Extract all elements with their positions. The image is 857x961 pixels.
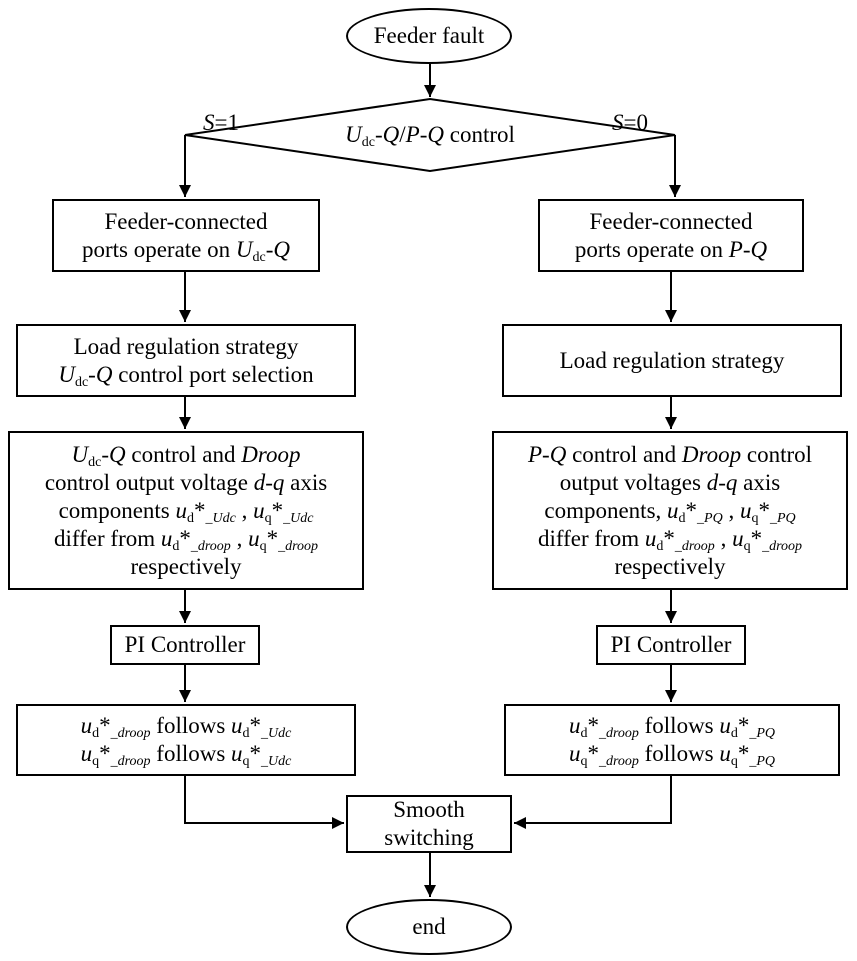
node-text-line: control output voltage d-q axis [44,469,328,495]
node-text-line: Udc-Q control and Droop [71,441,301,470]
node-text-line: ud*_droop follows ud*_PQ [568,713,776,741]
node-text-line: Feeder-connected [104,208,268,234]
node-text-line: P-Q control and Droop control [527,441,813,467]
end-terminal: end [346,899,512,955]
node-text-line: components, ud*_PQ , uq*_PQ [544,497,796,526]
node-text-line: ud*_droop follows ud*_Udc [80,713,292,741]
smooth-switching-box: Smooth switching [346,795,512,853]
start-terminal: Feeder fault [346,8,512,64]
node-text-line: ports operate on Udc-Q [81,236,291,265]
edge-label-s1: S=1 [203,110,239,135]
connector-left_follow-to-smooth [184,776,344,829]
node-text-line: Feeder-connected [589,208,753,234]
left-pi-controller-box: PI Controller [110,625,260,665]
node-text-line: components ud*_Udc , uq*_Udc [58,497,314,526]
edge-label-s0: S=0 [612,110,648,135]
node-text-line: Load regulation strategy [559,347,785,373]
node-text-line: Udc-Q control port selection [58,361,314,390]
node-text-line: respectively [614,553,726,579]
node-text-line: uq*_droop follows uq*_Udc [80,741,292,769]
node-text-line: differ from ud*_droop , uq*_droop [538,525,802,554]
decision-label: Udc-Q/P-Q control [300,116,560,154]
node-text-line: output voltages d-q axis [559,469,781,495]
node-text-line: Smooth [393,797,465,822]
node-text-line: PI Controller [610,632,732,657]
node-text-line: switching [384,825,474,850]
node-text-line: Load regulation strategy [73,333,299,359]
node-text-line: Udc-Q/P-Q control [345,122,515,150]
node-text-line: PI Controller [124,632,246,657]
connector-right_follow-to-smooth [514,776,672,829]
right-strategy-box: Load regulation strategy [502,324,842,397]
node-text-line: uq*_droop follows uq*_PQ [568,741,776,769]
right-pi-controller-box: PI Controller [596,625,746,665]
node-text-line: end [412,914,446,939]
node-text-line: Feeder fault [373,23,485,48]
node-text-line: ports operate on P-Q [574,236,768,262]
node-text-line: differ from ud*_droop , uq*_droop [54,525,318,554]
node-text-line: respectively [130,553,242,579]
